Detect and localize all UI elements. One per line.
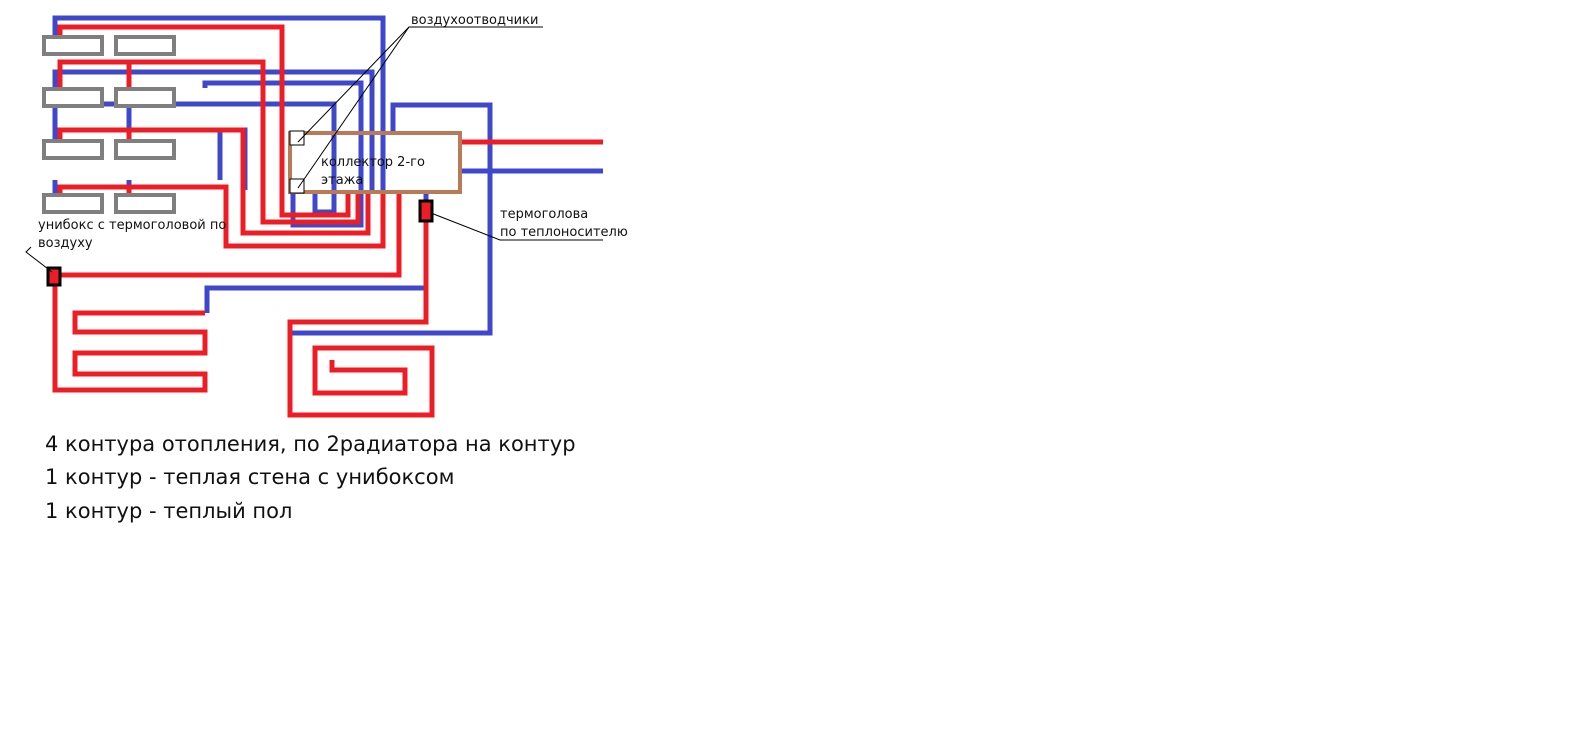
thermohead-label-line2: по теплоносителю: [500, 225, 628, 240]
thermohead-leader: [430, 212, 603, 241]
return-pipe-segment: [202, 80, 364, 228]
air-vent-leader-bottom: [297, 26, 410, 189]
caption-heating-circuits: 4 контура отопления, по 2радиатора на ко…: [45, 432, 576, 456]
radiator: [114, 35, 176, 56]
collector-label-line2: этажа: [321, 173, 363, 188]
unibox-label-line1: унибокс с термоголовой по: [38, 218, 226, 233]
radiator: [42, 35, 104, 56]
supply-pipe-segment: [57, 127, 371, 236]
return-pipe-segment: [290, 102, 493, 336]
radiator: [42, 139, 104, 160]
air-vent-bottom: [289, 178, 305, 194]
caption-warm-floor: 1 контур - теплый пол: [45, 499, 293, 523]
thermohead-valve: [418, 199, 434, 223]
return-pipe-segment: [52, 15, 386, 190]
collector-label-line1: коллектор 2-го: [321, 155, 425, 170]
air-vents-label: воздухоотводчики: [411, 13, 538, 28]
valves: [46, 199, 434, 287]
supply-pipe-segment: [57, 184, 386, 249]
supply-pipes: [52, 24, 603, 418]
radiator: [114, 139, 176, 160]
radiator: [42, 193, 104, 214]
return-pipe-segment: [52, 101, 337, 215]
supply-pipe-segment: [54, 192, 402, 278]
radiators: [42, 35, 176, 214]
supply-pipe-segment: [72, 310, 208, 393]
unibox-leader: [25, 246, 53, 273]
air-vent-top: [289, 130, 305, 146]
unibox-label-line2: воздуху: [38, 236, 93, 251]
supply-pipe-segment: [287, 215, 435, 418]
supply-pipe-segment: [57, 24, 351, 218]
collector-box: [288, 131, 462, 194]
leader-lines: [25, 26, 603, 273]
supply-pipe-segment: [52, 285, 75, 393]
radiator: [114, 87, 176, 108]
unibox-valve: [46, 266, 62, 287]
supply-pipe-segment: [57, 59, 361, 225]
radiator: [42, 87, 104, 108]
caption-warm-wall: 1 контур - теплая стена с унибоксом: [45, 465, 455, 489]
thermohead-label-line1: термоголова: [500, 207, 588, 222]
radiator: [114, 193, 176, 214]
